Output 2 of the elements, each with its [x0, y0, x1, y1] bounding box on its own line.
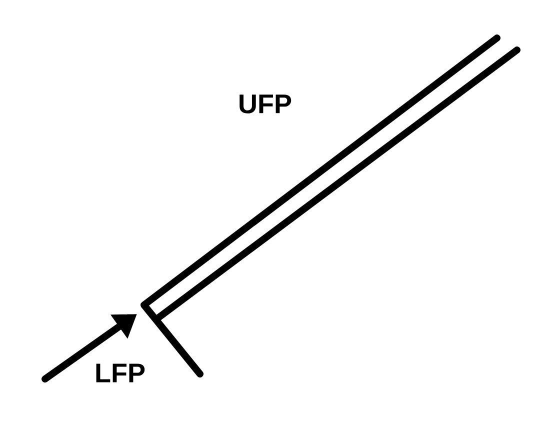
label: LFP	[96, 364, 145, 382]
label: UFP	[240, 94, 292, 114]
